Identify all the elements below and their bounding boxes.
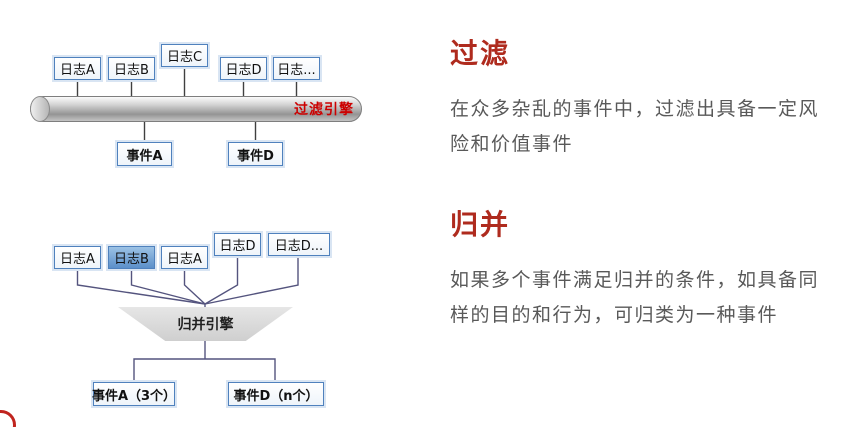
filter-engine-label: 过滤引擎: [294, 102, 354, 118]
log-box: 日志A: [54, 57, 101, 80]
log-box: 日志D: [220, 57, 267, 80]
event-result-box: 事件A（3个）: [92, 382, 176, 406]
log-box: 日志D: [214, 233, 261, 256]
section-title-filter: 过滤: [450, 37, 511, 70]
logo-arc: [0, 410, 16, 427]
event-box: 事件A: [117, 142, 172, 166]
section-title-merge: 归并: [450, 208, 511, 241]
filter-engine-pipe: 过滤引擎: [30, 96, 362, 122]
log-box: 日志B: [108, 57, 155, 80]
event-result-box: 事件D（n个）: [228, 382, 324, 406]
log-box: 日志B: [108, 246, 155, 269]
section-body-filter: 在众多杂乱的事件中，过滤出具备一定风险和价值事件: [450, 98, 820, 156]
merge-engine-label: 归并引擎: [177, 317, 234, 333]
merge-engine-funnel: 归并引擎: [118, 307, 293, 341]
log-box: 日志A: [161, 246, 208, 269]
section-body-merge: 如果多个事件满足归并的条件，如具备同样的目的和行为，可归类为一种事件: [450, 269, 820, 327]
log-box: 日志C: [161, 44, 208, 67]
pipe-end-cap: [30, 96, 50, 122]
event-box: 事件D: [228, 142, 283, 166]
log-box: 日志...: [273, 57, 320, 80]
log-box: 日志D...: [268, 233, 330, 256]
log-box: 日志A: [54, 246, 101, 269]
